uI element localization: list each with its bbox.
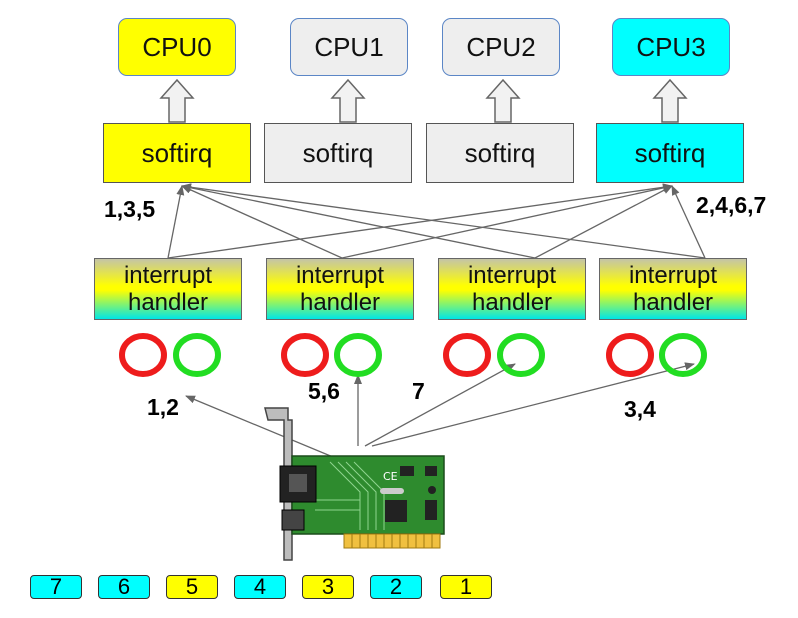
handler-to-softirq-arrows xyxy=(167,183,706,259)
interrupt-handler-line2: handler xyxy=(127,289,209,316)
up-arrow-cpu2 xyxy=(485,78,521,123)
softirq-2-box: softirq xyxy=(426,123,574,183)
interrupt-handler-line1: interrupt xyxy=(295,262,385,289)
ring-green-2 xyxy=(497,333,545,377)
softirq-3-box: softirq xyxy=(596,123,744,183)
interrupt-handler-line1: interrupt xyxy=(467,262,557,289)
interrupt-handler-line1: interrupt xyxy=(628,262,718,289)
ring-green-0 xyxy=(173,333,221,377)
arrow-nic-q0 xyxy=(185,395,346,463)
queue3-packets-label: 3,4 xyxy=(624,396,656,422)
interrupt-handler-line2: handler xyxy=(632,289,714,316)
up-arrow-cpu1 xyxy=(330,78,366,123)
arrow-nic-q2 xyxy=(364,363,516,447)
arrow-h2-s0 xyxy=(181,183,536,259)
cpu1-box: CPU1 xyxy=(290,18,408,76)
interrupt-handler-line2: handler xyxy=(299,289,381,316)
packet-6: 6 xyxy=(98,575,150,599)
interrupt-handler-2: interrupt handler xyxy=(438,258,586,320)
cpu3-packets-label: 2,4,6,7 xyxy=(696,192,767,218)
ring-red-3 xyxy=(606,333,654,377)
packet-4: 4 xyxy=(234,575,286,599)
interrupt-handler-line1: interrupt xyxy=(123,262,213,289)
queue-rings xyxy=(119,333,707,377)
cpu2-box: CPU2 xyxy=(442,18,560,76)
interrupt-handler-3: interrupt handler xyxy=(599,258,747,320)
up-arrow-cpu0 xyxy=(159,78,195,123)
nic-to-queue-arrows xyxy=(185,362,695,463)
interrupt-handler-1: interrupt handler xyxy=(266,258,414,320)
interrupt-handler-0: interrupt handler xyxy=(94,258,242,320)
cpu0-box: CPU0 xyxy=(118,18,236,76)
packet-7: 7 xyxy=(30,575,82,599)
ring-green-3 xyxy=(659,333,707,377)
arrow-h1-s0 xyxy=(181,185,343,259)
nic-card-image: CE xyxy=(264,407,445,561)
arrow-h3-s0 xyxy=(181,183,706,259)
ring-red-1 xyxy=(281,333,329,377)
queue2-packets-label: 7 xyxy=(412,378,425,404)
packet-5: 5 xyxy=(166,575,218,599)
arrow-h1-s3 xyxy=(341,184,673,259)
softirq-0-box: softirq xyxy=(103,123,251,183)
up-arrow-cpu3 xyxy=(652,78,688,123)
packet-2: 2 xyxy=(370,575,422,599)
packet-1: 1 xyxy=(440,575,492,599)
queue0-packets-label: 1,2 xyxy=(147,394,179,420)
ring-green-1 xyxy=(334,333,382,377)
cpu3-box: CPU3 xyxy=(612,18,730,76)
ring-red-0 xyxy=(119,333,167,377)
svg-text:CE: CE xyxy=(383,470,398,483)
arrow-h3-s3 xyxy=(671,185,706,259)
softirq-1-box: softirq xyxy=(264,123,412,183)
arrow-h2-s3 xyxy=(534,185,673,259)
queue1-packets-label: 5,6 xyxy=(308,378,340,404)
interrupt-handler-line2: handler xyxy=(471,289,553,316)
ring-red-2 xyxy=(443,333,491,377)
cpu0-packets-label: 1,3,5 xyxy=(104,196,156,222)
packet-3: 3 xyxy=(302,575,354,599)
arrow-h0-s3 xyxy=(167,183,673,259)
arrow-h0-s0 xyxy=(167,185,185,259)
arrow-nic-q3 xyxy=(371,362,695,447)
